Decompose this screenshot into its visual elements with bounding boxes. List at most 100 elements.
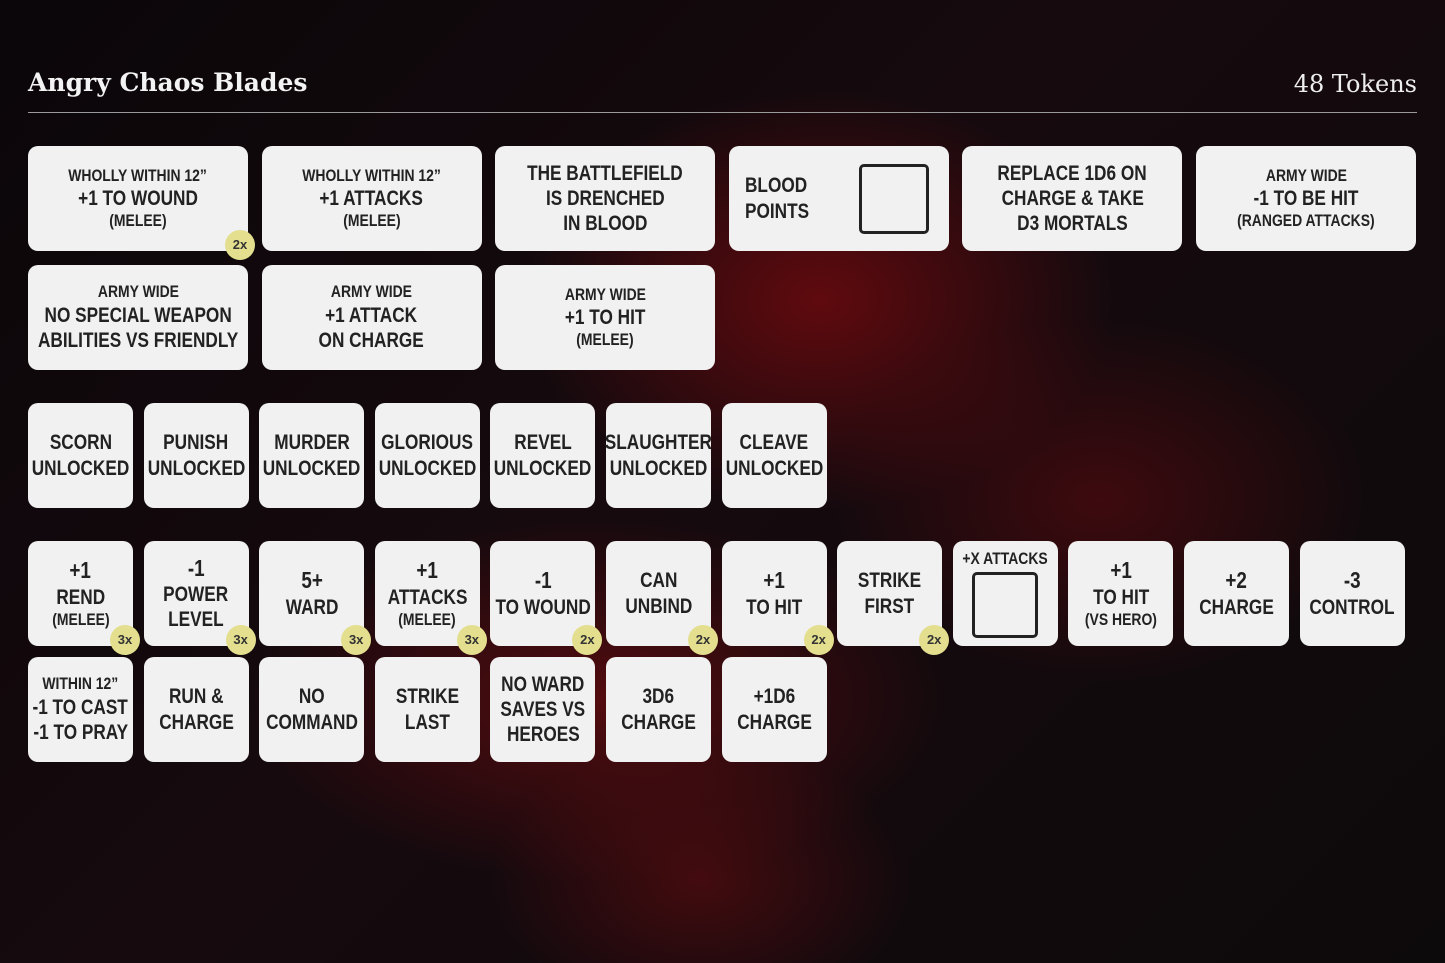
counter-box bbox=[972, 572, 1039, 639]
token-text: REVEL bbox=[514, 431, 572, 455]
token-text: UNLOCKED bbox=[262, 456, 361, 480]
token[interactable]: RUN &CHARGE bbox=[143, 657, 249, 762]
token-text: (MELEE) bbox=[51, 609, 110, 629]
token-text: SAVES VS bbox=[500, 697, 586, 721]
token-text: NO bbox=[298, 685, 325, 709]
token-text: SCORN bbox=[49, 431, 112, 455]
token[interactable]: ARMY WIDE-1 TO BE HIT(RANGED ATTACKS) bbox=[1196, 146, 1416, 251]
token-text: CHARGE & TAKE bbox=[1001, 186, 1144, 210]
token[interactable]: +X ATTACKS bbox=[952, 541, 1058, 646]
token-text: CHARGE bbox=[158, 710, 234, 734]
token-text: WHOLLY WITHIN 12” bbox=[302, 165, 441, 185]
token-text: WITHIN 12” bbox=[42, 674, 119, 694]
token-text: (MELEE) bbox=[576, 330, 634, 350]
token-text: ON CHARGE bbox=[318, 328, 425, 352]
token-text: REPLACE 1D6 ON bbox=[997, 161, 1148, 185]
token-text: UNLOCKED bbox=[609, 456, 708, 480]
token-text: UNLOCKED bbox=[725, 456, 823, 480]
token-text: STRIKE bbox=[858, 569, 922, 593]
quantity-badge: 2x bbox=[572, 625, 603, 655]
counter-box bbox=[858, 164, 929, 234]
token-text: POWER bbox=[163, 583, 229, 607]
token-text: FIRST bbox=[864, 594, 915, 618]
token-text: LAST bbox=[404, 710, 450, 734]
token-text: 3D6 bbox=[642, 685, 675, 709]
token-text: +1 ATTACK bbox=[325, 303, 418, 327]
token-text: STRIKE bbox=[395, 685, 459, 709]
page-title: Angry Chaos Blades bbox=[28, 68, 308, 97]
token-text: -1 bbox=[534, 567, 552, 594]
token-text: +1 bbox=[763, 567, 785, 594]
token-text: ABILITIES VS FRIENDLY bbox=[37, 328, 239, 352]
token[interactable]: WHOLLY WITHIN 12”+1 TO WOUND(MELEE)2x bbox=[28, 146, 255, 260]
token[interactable]: WITHIN 12”-1 TO CAST-1 TO PRAY bbox=[28, 657, 133, 762]
token-text: TO HIT bbox=[746, 595, 803, 619]
token-text: CONTROL bbox=[1309, 595, 1395, 619]
quantity-badge: 3x bbox=[456, 625, 487, 655]
token-text: -1 TO CAST bbox=[32, 695, 129, 719]
token-text: HEROES bbox=[506, 723, 580, 747]
token-text: WHOLLY WITHIN 12” bbox=[68, 165, 208, 185]
quantity-badge: 3x bbox=[225, 625, 256, 655]
token-text: COMMAND bbox=[265, 710, 358, 734]
token-text: +1 bbox=[416, 556, 439, 583]
token-text: TO WOUND bbox=[495, 595, 591, 619]
token-text: ARMY WIDE bbox=[331, 282, 413, 302]
token-text: RUN & bbox=[168, 685, 224, 709]
token-text: -1 bbox=[187, 554, 205, 581]
token-text: REND bbox=[56, 585, 105, 609]
token-text: POINTS bbox=[744, 199, 809, 223]
token-text: -1 TO BE HIT bbox=[1253, 186, 1359, 210]
token-text: IN BLOOD bbox=[563, 212, 648, 236]
token-text: -1 TO PRAY bbox=[33, 720, 128, 744]
token-text: +1 bbox=[1110, 556, 1132, 583]
token-text: TO HIT bbox=[1092, 585, 1149, 609]
token-text: (MELEE) bbox=[109, 211, 167, 231]
token[interactable]: WHOLLY WITHIN 12”+1 ATTACKS(MELEE) bbox=[261, 146, 482, 251]
token-text: WARD bbox=[285, 595, 338, 619]
token-text: +1 TO WOUND bbox=[78, 186, 198, 210]
token-text: SLAUGHTER bbox=[604, 431, 713, 455]
token-text: (RANGED ATTACKS) bbox=[1237, 211, 1375, 231]
token-text: CAN bbox=[639, 569, 678, 593]
token-text: +X ATTACKS bbox=[962, 548, 1048, 568]
token-text: THE BATTLEFIELD bbox=[527, 161, 683, 185]
token-text: ARMY WIDE bbox=[1265, 165, 1347, 185]
token-text: UNLOCKED bbox=[147, 456, 245, 480]
token-text: CLEAVE bbox=[739, 431, 809, 455]
quantity-badge: 3x bbox=[110, 625, 140, 655]
token-text: 5+ bbox=[300, 567, 323, 594]
token-text: (MELEE) bbox=[342, 211, 401, 231]
token[interactable]: ARMY WIDE+1 TO HIT(MELEE) bbox=[495, 265, 716, 370]
quantity-badge: 2x bbox=[688, 625, 718, 655]
token-text: ATTACKS bbox=[387, 585, 468, 609]
